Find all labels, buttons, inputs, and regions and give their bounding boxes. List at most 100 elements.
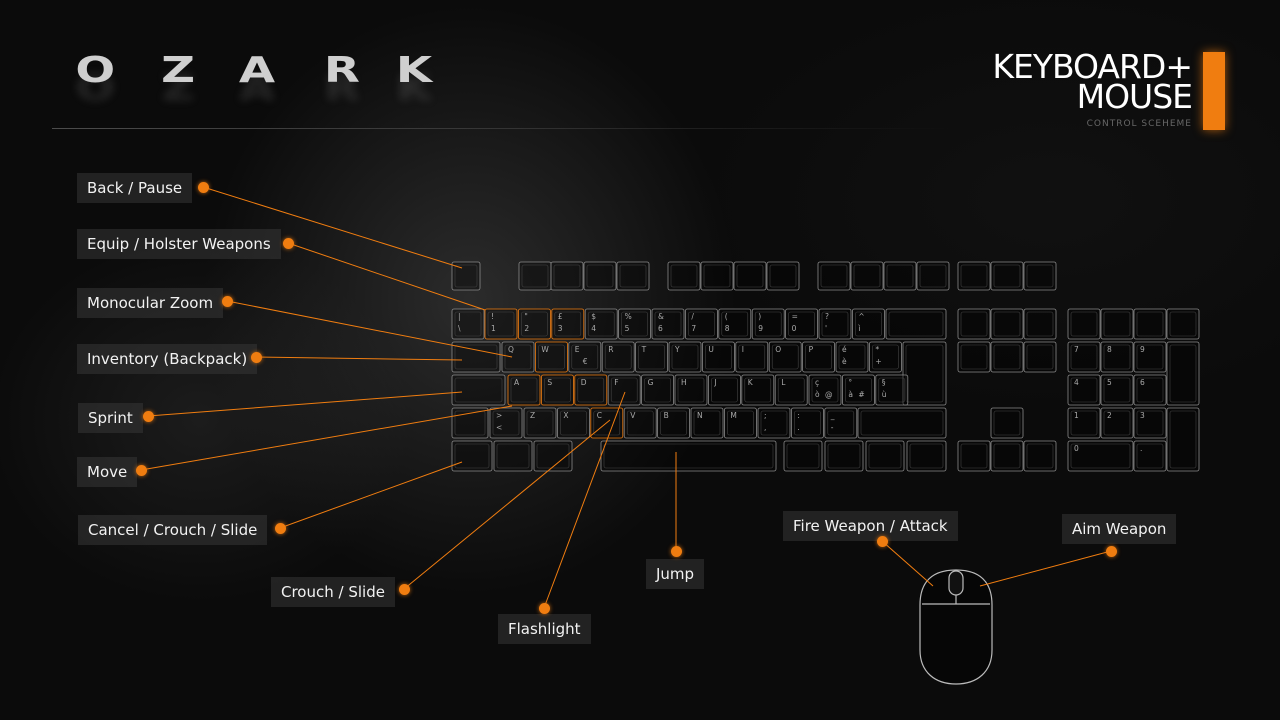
logo-letter: O <box>75 50 116 91</box>
key-legend: Q <box>508 345 514 354</box>
label-crouch-slide: Crouch / Slide <box>271 577 395 607</box>
key-legend: < <box>496 423 502 432</box>
key-legend: O <box>775 345 781 354</box>
key-number: £3 <box>551 308 585 340</box>
key-letter: U <box>702 341 735 373</box>
key-letter: S <box>541 374 574 406</box>
key-number: !1 <box>484 308 518 340</box>
key-legend: F <box>614 378 618 387</box>
key-f <box>733 261 767 291</box>
key-numpad-0: 0 <box>1067 440 1134 472</box>
key-letter: V <box>623 407 657 439</box>
key-nav <box>1023 341 1057 373</box>
key-legend: R <box>608 345 613 354</box>
key-nav <box>1023 308 1057 340</box>
callout-lines <box>140 186 1112 609</box>
key-legend: _ <box>830 411 835 420</box>
key-letter: I <box>735 341 769 373</box>
key-punct: çò@ <box>808 374 842 406</box>
key-letter: Y <box>668 341 702 373</box>
key-ctrl-right <box>906 440 947 472</box>
key-legend: 8 <box>1107 345 1112 354</box>
key-letter: T <box>635 341 668 373</box>
key-legend: 9 <box>1140 345 1145 354</box>
label-monocular-zoom: Monocular Zoom <box>77 288 224 318</box>
key-punct: :. <box>791 407 824 439</box>
key-letter: D <box>574 374 608 406</box>
key-legend: U <box>708 345 714 354</box>
key-backspace <box>885 308 947 340</box>
key-legend: 5 <box>1107 378 1112 387</box>
key-legend: § <box>882 378 886 387</box>
callout-dot <box>251 352 262 363</box>
key-number: (8 <box>718 308 752 340</box>
logo-letter: A <box>238 50 276 91</box>
label-back-pause: Back / Pause <box>77 173 193 203</box>
callout-dot <box>136 465 147 476</box>
key-f <box>916 261 950 291</box>
key-letter: E€ <box>568 341 602 373</box>
key-numpad-plus <box>1166 341 1200 406</box>
key-legend: 1 <box>1074 411 1079 420</box>
label-aim-weapon: Aim Weapon <box>1062 514 1177 544</box>
line-crouch <box>403 419 611 590</box>
callout-dot <box>198 182 209 193</box>
key-number: )9 <box>751 308 785 340</box>
key-legend: W <box>541 345 549 354</box>
key-number: &6 <box>651 308 685 340</box>
label-jump: Jump <box>646 559 705 589</box>
callout-dot <box>275 523 286 534</box>
callout-dot <box>1106 546 1117 557</box>
key-legend: ì <box>857 324 860 333</box>
key-numpad-enter <box>1166 407 1200 472</box>
key-legend: ò <box>815 390 820 399</box>
key-arrow-up <box>990 407 1024 439</box>
key-sys <box>1023 261 1057 291</box>
key-letter: H <box>674 374 708 406</box>
key-letter: R <box>601 341 635 373</box>
key-punct: *+ <box>869 341 902 373</box>
key-f <box>883 261 917 291</box>
callout-dot <box>222 296 233 307</box>
logo-letter: K <box>395 50 433 91</box>
key-legend: # <box>858 390 864 399</box>
line-fire <box>881 540 934 587</box>
key-tab <box>451 341 501 373</box>
key-letter: M <box>724 407 757 439</box>
key-legend: 3 <box>558 324 563 333</box>
key-capslock <box>451 374 506 406</box>
callout-dot <box>539 603 550 614</box>
key-punct: °à# <box>842 374 875 406</box>
key-number: ^ì <box>852 308 885 340</box>
key-f <box>616 261 650 291</box>
key-letter: Z <box>523 407 557 439</box>
key-legend: . <box>797 423 799 432</box>
title-line-2: MOUSE <box>1076 77 1193 116</box>
key-punct: _- <box>824 407 858 439</box>
line-move <box>140 405 513 471</box>
key-letter: L <box>774 374 808 406</box>
key-legend: 9 <box>758 324 763 333</box>
key-legend: 7 <box>691 324 696 333</box>
key-legend: 0 <box>1074 444 1079 453</box>
key-letter: P <box>802 341 835 373</box>
line-flashlight <box>543 391 626 609</box>
key-f <box>850 261 884 291</box>
key-letter: Q <box>501 341 535 373</box>
accent-bar <box>1203 52 1225 130</box>
key-legend: D <box>581 378 587 387</box>
key-legend: L <box>781 378 786 387</box>
key-letter: W <box>535 341 568 373</box>
key-f <box>583 261 617 291</box>
line-monocular <box>226 300 513 358</box>
key-letter: O <box>768 341 802 373</box>
key-space <box>600 440 777 472</box>
line-aim <box>979 550 1112 587</box>
key-legend: | <box>458 312 461 321</box>
key-legend: 1 <box>491 324 496 333</box>
key-numpad: 2 <box>1100 407 1134 439</box>
label-cancel-crouch-slide: Cancel / Crouch / Slide <box>78 515 268 545</box>
key-angle: >< <box>489 407 523 439</box>
